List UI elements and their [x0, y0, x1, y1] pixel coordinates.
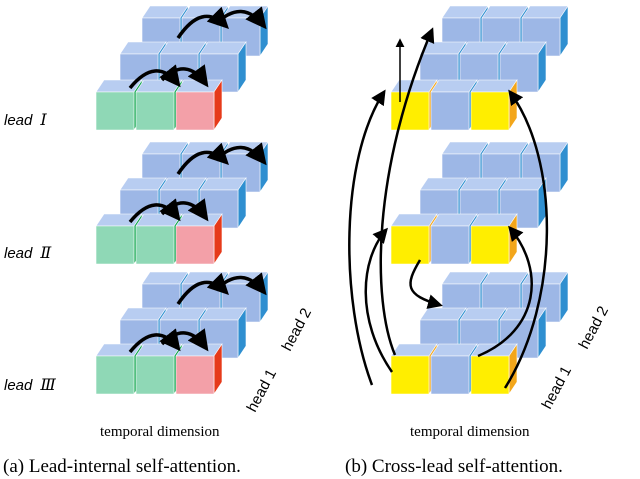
left-lead-1-head-1-cube-3 — [175, 79, 223, 131]
right-lead-3-head-1-cube-1 — [390, 343, 438, 395]
left-lead-2-back-arc-2 — [214, 142, 267, 166]
right-cross-arrow-inner — [409, 259, 443, 309]
left-lead-3-front-arc-1 — [128, 328, 181, 354]
left-lead-3-back-arc-1 — [176, 272, 229, 305]
left-caption: (a) Lead-internal self-attention. — [3, 456, 241, 477]
right-lead-1-head-1-cube-1-front — [390, 91, 430, 131]
right-lead-3-head-1-cube-3-front — [470, 355, 510, 395]
left-lead-2-front-arc-1 — [128, 198, 181, 224]
right-lead-3-head-1-cube-3 — [470, 343, 518, 395]
left-lead-2-head-1-cube-3 — [175, 213, 223, 265]
left-lead-1-head-1-cube-2 — [135, 79, 183, 131]
left-lead-3-head-1-cube-3 — [175, 343, 223, 395]
right-lead-2-middle-cube-3 — [499, 177, 547, 229]
right-cross-arrow-left-top — [379, 27, 435, 356]
left-lead-1-head-1-cube-1 — [95, 79, 143, 131]
right-lead-2-head-1-cube-1-front — [390, 225, 430, 265]
right-lead-1-head-1-cube-2 — [430, 79, 478, 131]
left-lead-3-head-1-cube-3-front — [175, 355, 215, 395]
right-cross-arrow-left-outer — [348, 89, 386, 386]
left-lead-3-back-arc-2 — [214, 272, 267, 296]
left-lead-2-front-arc-2 — [160, 198, 209, 222]
right-lead-3-head-1-cube-2 — [430, 343, 478, 395]
left-lead-1-back-arc-1 — [176, 6, 229, 39]
left-lead-2-back-arc-1 — [176, 142, 229, 175]
left-lead-1-front-arc-1 — [128, 64, 181, 90]
right-lead-2-head-1-cube-3-front — [470, 225, 510, 265]
right-lead-2-head-1-cube-2-front — [430, 225, 470, 265]
left-lead-2-head-1-cube-2 — [135, 213, 183, 265]
left-lead-3-head-1-cube-1 — [95, 343, 143, 395]
left-lead-2-head-1-cube-3-front — [175, 225, 215, 265]
left-lead-1-head-1-cube-3-front — [175, 91, 215, 131]
left-lead-3-head-1-cube-1-front — [95, 355, 135, 395]
right-caption: (b) Cross-lead self-attention. — [345, 456, 563, 477]
left-lead-2-head-1-cube-1-front — [95, 225, 135, 265]
right-head-1-label: head 1 — [539, 363, 576, 412]
left-lead-1-back-arc-2 — [214, 6, 267, 30]
right-cross-arrow-right-mid — [477, 225, 533, 358]
right-lead-2-head-1-cube-2 — [430, 213, 478, 265]
right-cross-arrow-right-outer — [503, 89, 549, 389]
left-lead-2-head-1-cube-2-front — [135, 225, 175, 265]
left-lead-2-head-1-cube-1 — [95, 213, 143, 265]
left-lead-1-head-1-cube-1-front — [95, 91, 135, 131]
right-cross-arrow-left-mid — [364, 227, 394, 373]
left-axis-label: temporal dimension — [100, 424, 220, 440]
right-lead-1-head-1-cube-1 — [390, 79, 438, 131]
left-lead-1-head-1-cube-2-front — [135, 91, 175, 131]
left-lead-3-head-1-cube-2 — [135, 343, 183, 395]
left-lead-3-head-1-cube-2-front — [135, 355, 175, 395]
right-lead-2-head-1-cube-3 — [470, 213, 518, 265]
right-head-2-label: head 2 — [576, 303, 613, 352]
right-axis-label: temporal dimension — [410, 424, 530, 440]
right-lead-2-head-1-cube-1 — [390, 213, 438, 265]
left-head-1-label: head 1 — [244, 366, 281, 415]
right-lead-3-head-1-cube-1-front — [390, 355, 430, 395]
arrow-layer — [128, 6, 549, 389]
left-head-2-label: head 2 — [279, 305, 316, 354]
right-lead-1-head-1-cube-3-front — [470, 91, 510, 131]
right-lead-1-head-1-cube-2-front — [430, 91, 470, 131]
left-lead-3-front-arc-2 — [160, 328, 209, 352]
right-lead-3-head-1-cube-2-front — [430, 355, 470, 395]
right-lead-1-head-1-cube-3 — [470, 79, 518, 131]
left-lead-1-front-arc-2 — [160, 64, 209, 88]
